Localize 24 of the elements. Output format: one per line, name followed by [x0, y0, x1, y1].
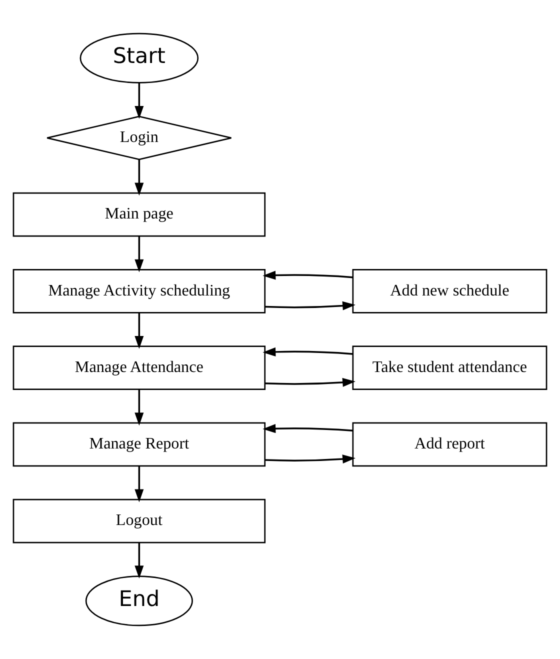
arrow: [134, 466, 144, 502]
node-box: Take student attendance: [352, 346, 548, 390]
node-box: Manage Report: [12, 422, 266, 467]
arrow: [134, 236, 144, 272]
arrow: [134, 312, 144, 349]
arrow: [134, 159, 144, 196]
node-box: Manage Attendance: [12, 346, 266, 390]
arrow: [265, 454, 356, 464]
node-ellipse: End: [85, 576, 193, 626]
arrow: [134, 83, 144, 119]
node-diamond: Login: [46, 116, 232, 160]
arrow: [134, 389, 144, 426]
arrow: [265, 301, 356, 310]
node-box: Add report: [352, 422, 548, 467]
node-ellipse: Start: [80, 32, 199, 84]
arrow: [134, 542, 144, 579]
arrow: [262, 424, 353, 434]
node-box: Main page: [12, 192, 266, 237]
arrow: [262, 270, 353, 280]
arrow: [262, 347, 353, 356]
node-box: Add new schedule: [352, 269, 548, 314]
node-box: Manage Activity scheduling: [12, 269, 266, 314]
arrow: [265, 378, 356, 387]
node-box: Logout: [12, 498, 266, 544]
